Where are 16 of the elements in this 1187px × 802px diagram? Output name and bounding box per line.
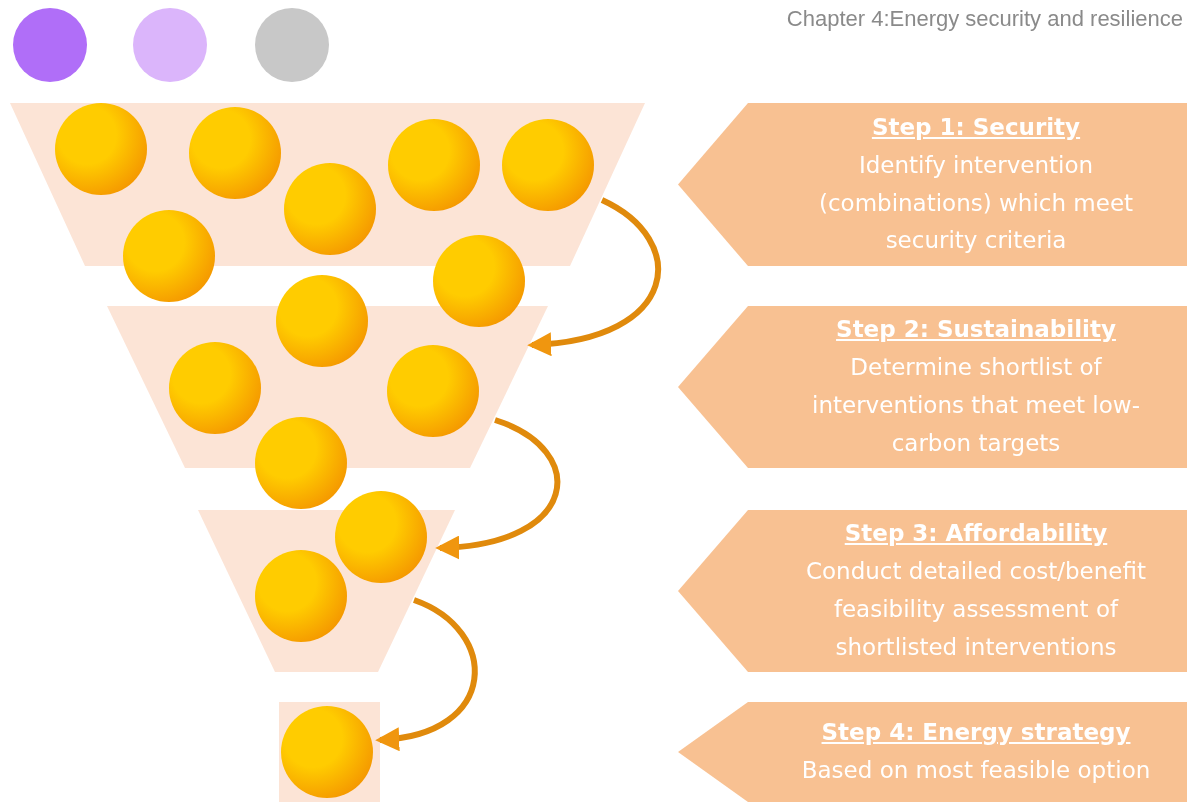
step-description: Conduct detailed cost/benefit feasibility assessment of shortlisted interventions [805, 557, 1147, 662]
step-heading: Step 3: Affordability [844, 519, 1108, 549]
step-heading: Step 2: Sustainability [836, 315, 1116, 345]
curved-arrow [435, 417, 561, 559]
step-description: Based on most feasible option [801, 756, 1151, 785]
step-arrow-box [678, 702, 1187, 802]
step-description: Identify intervention (combinations) which meet security criteria [817, 150, 1135, 256]
step-description: Determine shortlist of interventions that meet low-carbon targets [811, 353, 1141, 458]
step-arrow-box [678, 103, 1187, 266]
step-heading: Step 4: Energy strategy [821, 718, 1131, 748]
chapter-heading: Chapter 4:Energy security and resilience [786, 6, 1183, 32]
step-heading: Step 1: Security [871, 112, 1081, 142]
step-arrow-box [678, 306, 1187, 468]
curved-arrow [375, 597, 478, 750]
step-arrow-box [678, 510, 1187, 672]
curved-arrow [527, 197, 661, 356]
